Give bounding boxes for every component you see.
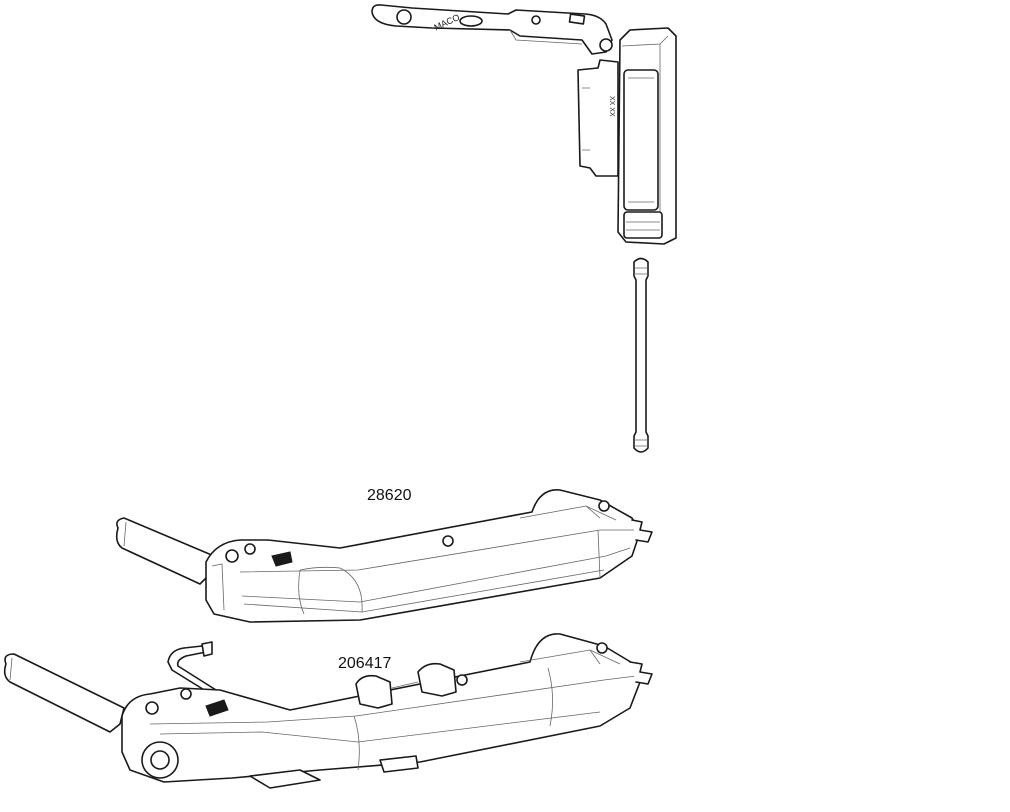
part-number-28620: 28620	[367, 487, 412, 504]
svg-text:XX XX: XX XX	[608, 96, 615, 117]
frame-hinge-part: MACO XX XX	[371, 4, 677, 245]
hinge-arm-206417	[3, 633, 653, 789]
hinge-pin-part	[633, 257, 649, 453]
hinge-arm-28620	[115, 489, 653, 623]
part-number-206417: 206417	[338, 655, 392, 672]
